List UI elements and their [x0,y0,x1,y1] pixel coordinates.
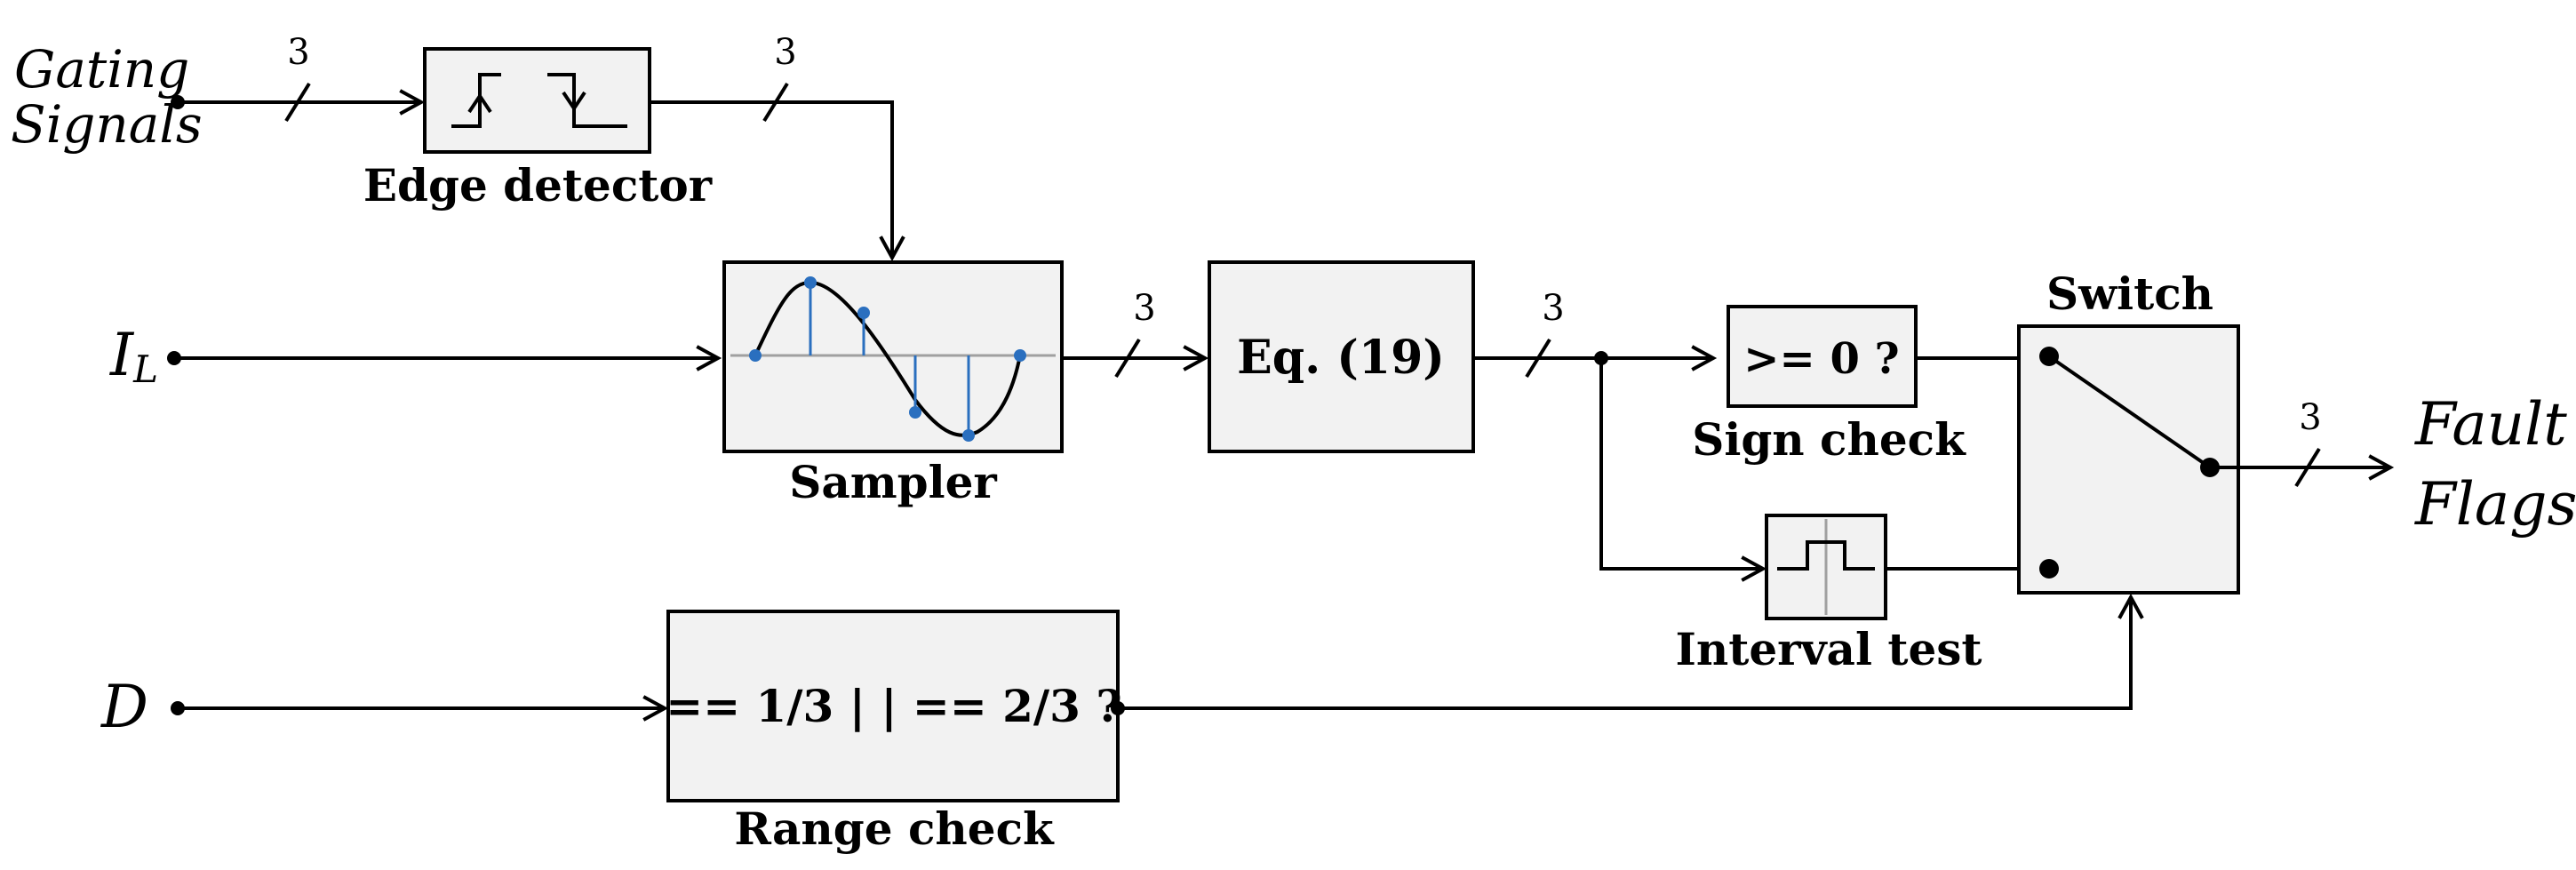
rising-arrow-icon [467,92,492,114]
sampler-bus-width: 3 [1133,288,1155,329]
branch-to-interval-arrowhead [1741,555,1767,582]
output-arrowhead [2368,454,2395,481]
sample-point-5 [1014,349,1026,362]
gating-bus-width: 3 [287,32,309,73]
range-test-label: == 1/3 | | == 2/3 ? [666,680,1121,733]
sign-test-label: >= 0 ? [1743,334,1899,384]
eq-bus-width: 3 [1542,288,1564,329]
edge-detector-label: Edge detector [363,159,713,212]
range-check-block [666,610,1120,802]
inductor-current-label: IL [109,321,158,391]
switch-block [2017,324,2240,595]
output-bus-width: 3 [2299,397,2321,438]
eq-bus-slash [1525,338,1551,379]
duty-arrowhead [642,695,669,722]
sample-point-1 [804,276,817,289]
sample-point-4 [962,429,975,442]
interval-pulse-icon [1777,540,1875,571]
gating-bus-slash [284,82,311,123]
edge-to-sampler-arrowhead [879,235,905,262]
equation-block [1208,260,1475,453]
sign-check-label: Sign check [1692,413,1966,466]
equation-label: Eq. (19) [1237,331,1445,385]
branch-to-interval-wire [1599,358,1761,571]
interval-test-label: Interval test [1676,623,1982,675]
gating-signals-label-line2: Signals [11,94,203,155]
fault-flags-label-line1: Fault [2414,390,2567,459]
sampler-sine-wave [754,280,1022,437]
sample-point-2 [857,307,870,319]
output-bus-slash [2294,447,2321,488]
gating-signals-label-line1: Gating [14,39,189,100]
sample-point-0 [749,349,762,362]
fault-flags-label-line2: Flags [2414,470,2576,539]
falling-arrow-icon [562,91,586,112]
sampler-to-eq-arrowhead [1183,345,1209,371]
sign-check-block [1727,305,1918,408]
switch-contact-lower [2039,559,2059,579]
current-arrowhead [696,345,722,371]
inductor-current-subscript: L [132,347,158,391]
range-to-switch-arrowhead [2117,593,2144,619]
sampler-bus-slash [1114,338,1141,379]
edge-bus-width: 3 [774,32,796,73]
range-check-label: Range check [734,802,1055,855]
edge-bus-slash [762,82,789,123]
duty-label: D [100,673,148,741]
range-to-switch-wire [1118,597,2133,710]
gating-arrowhead [399,89,426,116]
eq-to-sign-arrowhead [1691,345,1718,371]
sample-point-3 [909,406,921,419]
falling-edge-icon [547,73,627,128]
rising-edge-icon [451,73,501,128]
switch-blade [2047,355,2212,469]
inductor-current-symbol: I [109,321,135,389]
edge-detector-block [423,47,651,154]
switch-label: Switch [2046,267,2213,320]
sampler-label: Sampler [789,456,997,508]
edge-to-sampler-wire [650,100,894,258]
